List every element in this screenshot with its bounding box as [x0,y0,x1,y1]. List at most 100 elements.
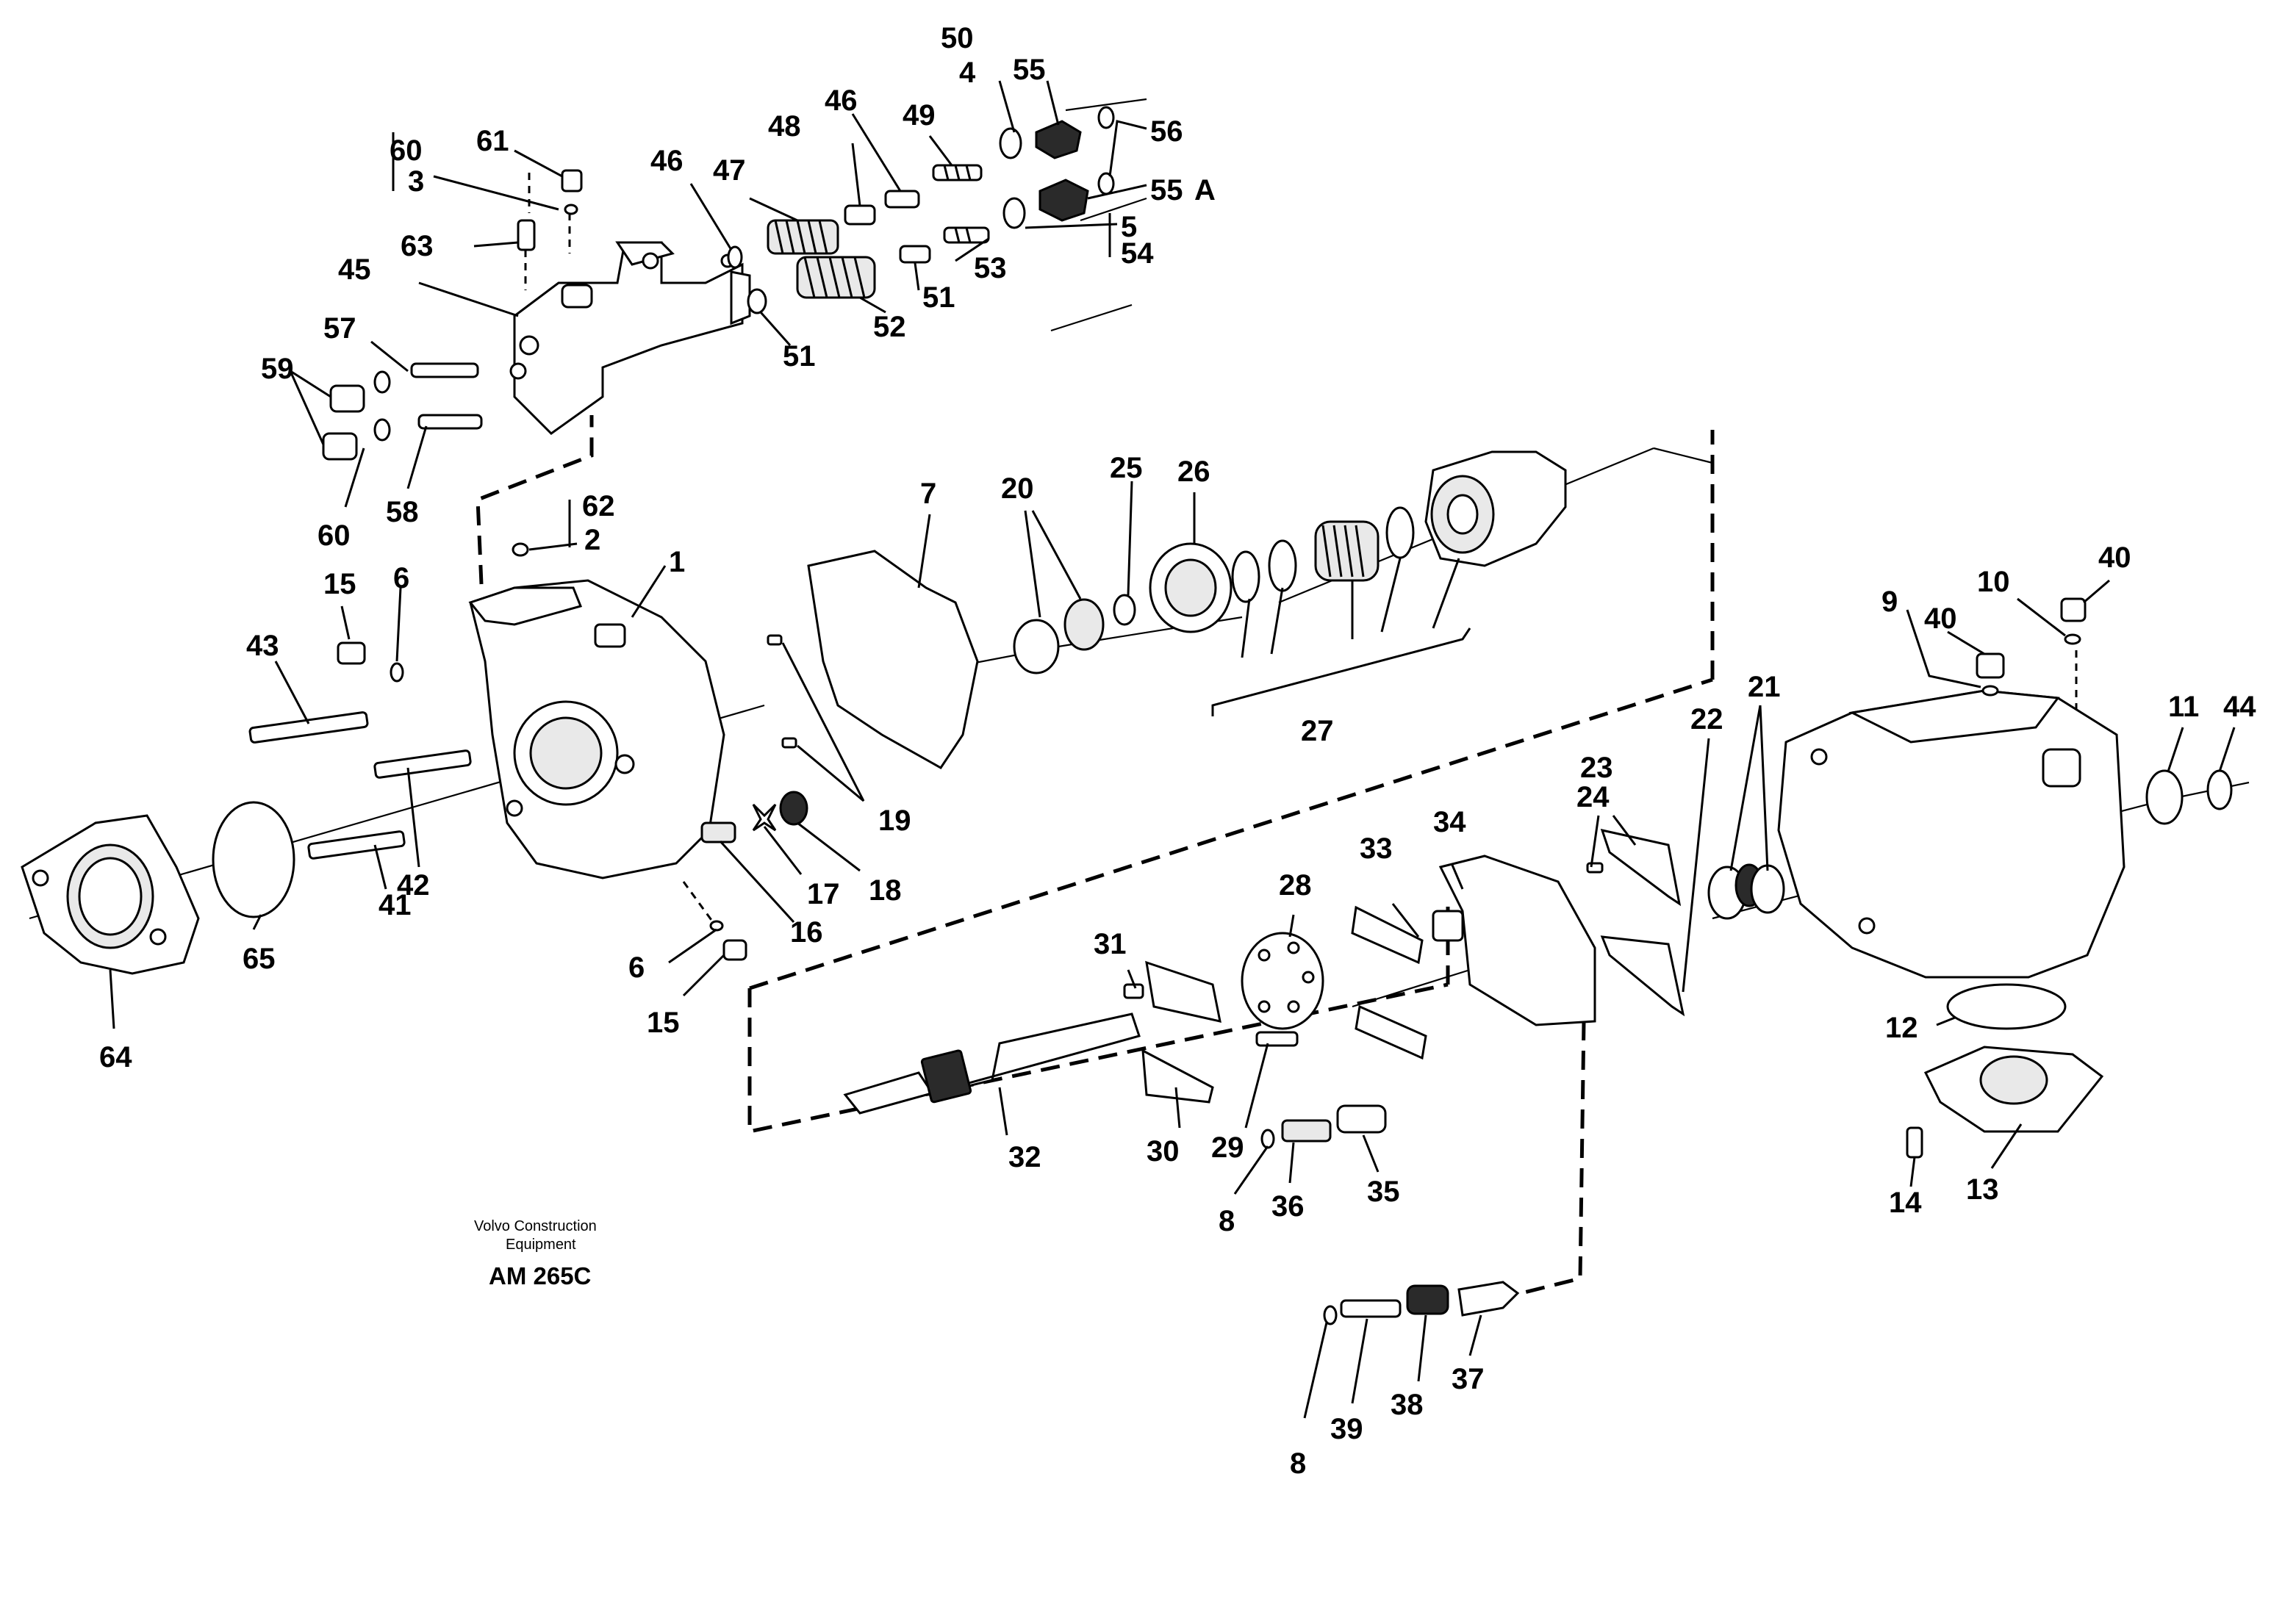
label-part-8: 8 [1219,1205,1235,1237]
left-fittings [322,169,583,557]
cover-group [1906,983,2104,1159]
shims [1586,828,1685,1017]
drive-shaft-32 [843,983,1144,1115]
label-part-40-left: 40 [1924,602,1957,635]
parts-16-17-18 [700,634,808,843]
rear-housing [1707,597,2233,979]
label-part-26: 26 [1177,456,1210,488]
label-part-41: 41 [379,889,412,921]
gasket-7 [807,550,979,769]
rotating-group-27 [1231,450,1567,603]
label-part-50: 50 [941,22,974,54]
drawing-caption: Volvo Construction Equipment AM 265C [474,1218,597,1289]
label-part-16: 16 [790,916,823,949]
label-part-19: 19 [878,805,911,837]
label-part-37: 37 [1452,1363,1485,1395]
flange-64 [21,814,200,975]
label-part-62: 62 [582,490,615,522]
label-part-57: 57 [323,312,356,345]
label-part-2: 2 [584,524,600,556]
label-part-61: 61 [476,125,509,157]
label-part-33: 33 [1360,832,1393,865]
label-part-15: 15 [323,568,356,600]
control-valve-block [509,241,751,435]
label-part-14: 14 [1889,1187,1922,1219]
label-part-17: 17 [807,878,840,910]
main-housing [468,579,725,879]
label-part-1: 1 [669,546,685,578]
label-part-39: 39 [1330,1413,1363,1445]
spring-52 [796,256,876,299]
lower-adjuster-group [1323,1281,1520,1325]
plates [1141,855,1596,1104]
label-part-27: 27 [1301,715,1334,747]
label-part-9: 9 [1881,586,1898,618]
label-part-31: 31 [1094,928,1127,960]
label-part-54: 54 [1121,237,1154,270]
leader-lines [109,80,2236,1419]
label-part-44: 44 [2223,691,2256,723]
spring-47 [767,219,839,255]
label-part-10: 10 [1977,566,2010,598]
label-part-43: 43 [246,630,279,662]
label-part-51: 51 [783,340,816,373]
label-part-35: 35 [1367,1176,1400,1208]
bolts [248,641,747,961]
label-part-25: 25 [1110,452,1143,484]
label-part-46-upper: 46 [825,84,858,117]
label-part-46: 46 [650,145,684,177]
caption-company-line1: Volvo Construction [474,1218,597,1234]
label-part-49: 49 [903,99,936,132]
label-part-6-lower: 6 [628,951,645,984]
caption-company-line2: Equipment [506,1237,576,1253]
label-part-30: 30 [1147,1135,1180,1168]
label-part-60: 60 [318,519,351,552]
label-part-48: 48 [768,110,801,143]
label-part-18: 18 [869,874,902,907]
label-part-24: 24 [1576,781,1610,813]
label-part-12: 12 [1885,1012,1918,1044]
label-part-23: 23 [1580,752,1613,784]
label-part-3: 3 [408,165,424,198]
label-part-11: 11 [2168,691,2199,723]
label-part-5: 5 [1121,211,1137,243]
label-part-55a-suffix: A [1194,174,1216,206]
label-part-34: 34 [1433,806,1466,838]
valve-components [727,106,1115,314]
label-part-45: 45 [338,253,371,286]
label-part-36: 36 [1271,1190,1305,1223]
bearings [1013,542,1233,674]
label-part-53: 53 [974,252,1007,284]
part-number-labels: 50 4 55 56 55 A 5 54 46 49 48 47 46 53 5… [99,22,2256,1480]
label-part-65: 65 [243,943,276,975]
label-part-8-lower: 8 [1290,1447,1306,1480]
label-part-56: 56 [1150,115,1183,148]
label-part-42: 42 [397,869,430,902]
label-part-60-top: 60 [390,134,423,167]
label-part-63: 63 [401,230,434,262]
label-part-51-upper: 51 [922,281,955,314]
label-part-21: 21 [1748,671,1781,703]
label-part-58: 58 [386,496,419,528]
label-part-38: 38 [1391,1389,1424,1421]
label-part-29: 29 [1211,1132,1244,1164]
o-ring-65 [212,801,295,918]
label-part-47: 47 [713,154,746,187]
label-part-28: 28 [1279,869,1312,902]
label-part-55: 55 [1013,54,1046,86]
caption-drawing-code: AM 265C [489,1262,591,1289]
label-part-7: 7 [920,478,936,510]
label-part-13: 13 [1966,1173,1999,1206]
label-part-22: 22 [1690,703,1723,735]
label-part-52: 52 [873,311,906,343]
label-part-6: 6 [393,562,409,594]
label-part-59: 59 [261,353,294,385]
label-part-40: 40 [2098,542,2131,574]
swash-plate-28 [1241,932,1324,1047]
label-part-55a: 55 [1150,174,1183,206]
label-part-64: 64 [99,1041,132,1073]
label-part-15-lower: 15 [647,1007,680,1039]
label-part-20: 20 [1001,472,1034,505]
label-part-32: 32 [1008,1141,1041,1173]
